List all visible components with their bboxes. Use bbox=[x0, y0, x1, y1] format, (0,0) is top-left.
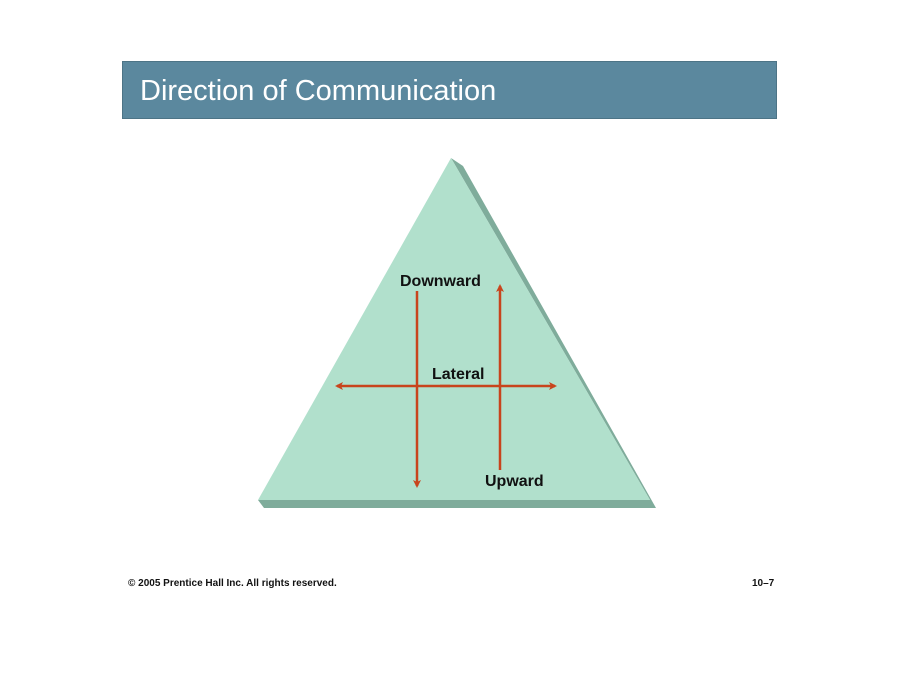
upward-label: Upward bbox=[485, 473, 544, 490]
downward-label: Downward bbox=[400, 273, 481, 290]
title-bar: Direction of Communication bbox=[122, 61, 777, 119]
page-number: 10–7 bbox=[752, 578, 775, 589]
copyright: © 2005 Prentice Hall Inc. All rights res… bbox=[128, 578, 337, 589]
lateral-label: Lateral bbox=[432, 366, 484, 383]
organization-triangle bbox=[258, 158, 650, 500]
slide-title: Direction of Communication bbox=[140, 75, 497, 107]
